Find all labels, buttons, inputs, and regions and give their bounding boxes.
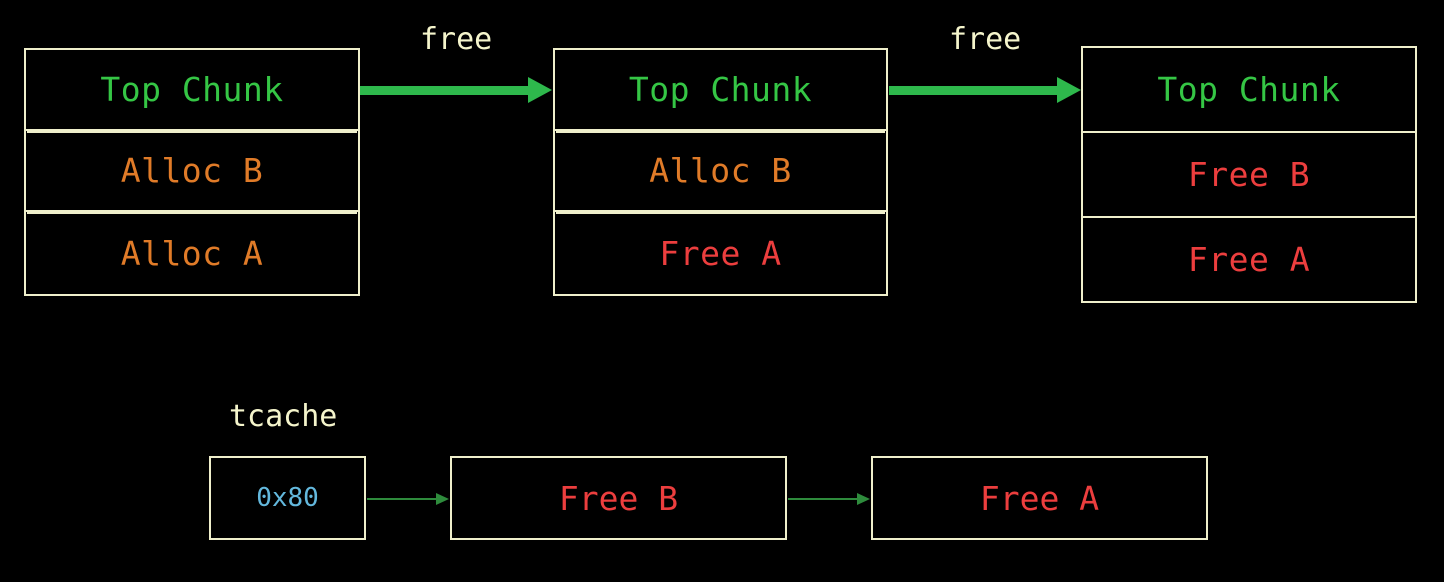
arrow-head-icon: [528, 77, 552, 103]
tcache-bin-size-box: 0x80: [209, 456, 366, 540]
heap-cell-top-chunk: Top Chunk: [555, 50, 886, 131]
heap-state-1: Top Chunk Alloc B Alloc A: [24, 48, 360, 296]
tcache-title: tcache: [229, 399, 338, 434]
heap-cell-alloc-b: Alloc B: [26, 131, 358, 212]
arrow-shaft: [367, 498, 437, 500]
arrow-head-icon: [1057, 77, 1081, 103]
arrow-head-icon: [436, 493, 449, 505]
transition-label-free-1: free: [420, 22, 493, 57]
arrow-head-icon: [857, 493, 870, 505]
transition-arrow-1: [360, 77, 552, 103]
heap-cell-free-b: Free B: [1083, 133, 1415, 218]
heap-state-3: Top Chunk Free B Free A: [1081, 46, 1417, 303]
tcache-entry-free-a: Free A: [871, 456, 1208, 540]
arrow-shaft: [788, 498, 858, 500]
heap-state-2: Top Chunk Alloc B Free A: [553, 48, 888, 296]
heap-cell-alloc-a: Alloc A: [120, 233, 264, 273]
arrow-shaft: [360, 86, 530, 95]
arrow-shaft: [889, 86, 1059, 95]
heap-cell-alloc-b: Alloc B: [555, 131, 886, 212]
heap-cell-top-chunk: Top Chunk: [26, 50, 358, 131]
transition-label-free-2: free: [949, 22, 1022, 57]
heap-cell-free-a: Free A: [1187, 240, 1311, 279]
tcache-entry-free-b: Free B: [450, 456, 787, 540]
heap-cell-free-a: Free A: [659, 233, 782, 273]
heap-cell-top-chunk: Top Chunk: [1083, 48, 1415, 133]
tcache-arrow-1: [367, 493, 451, 505]
transition-arrow-2: [889, 77, 1081, 103]
tcache-arrow-2: [788, 493, 872, 505]
